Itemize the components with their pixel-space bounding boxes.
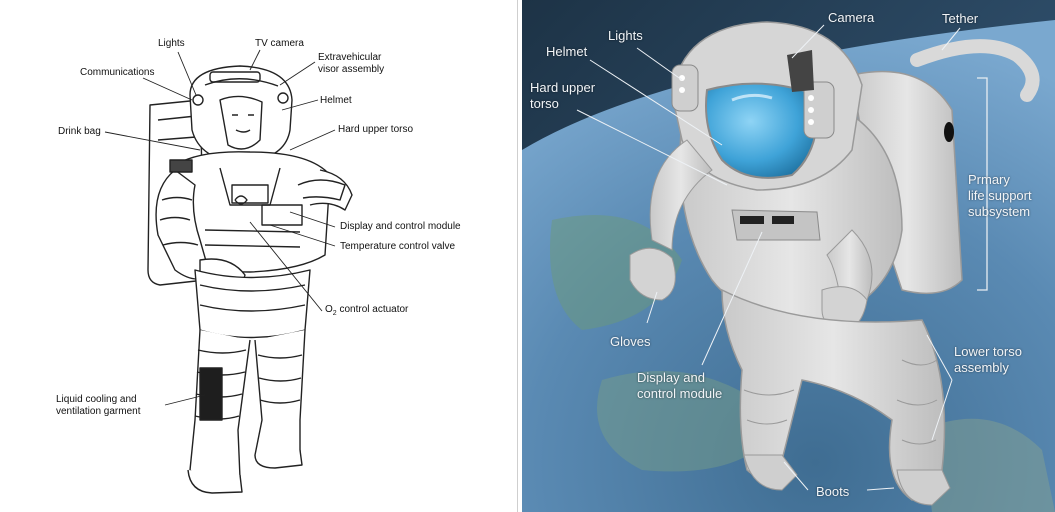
label-helmet: Helmet xyxy=(320,95,352,107)
label-liquid-cooling-garment: Liquid cooling and ventilation garment xyxy=(56,394,141,418)
label-tether: Tether xyxy=(942,11,978,27)
label-lights: Lights xyxy=(158,38,185,50)
label-visor-assembly: Extravehicular visor assembly xyxy=(318,52,384,76)
label-helmet: Helmet xyxy=(546,44,587,60)
illustrated-astronaut xyxy=(522,0,1055,512)
line-art-diagram-panel: Lights TV camera Extravehicular visor as… xyxy=(0,0,518,512)
line-art-astronaut xyxy=(0,0,518,512)
label-gloves: Gloves xyxy=(610,334,650,350)
label-camera: Camera xyxy=(828,10,874,26)
o2-suffix: control actuator xyxy=(337,304,409,315)
label-hard-upper-torso: Hard upper torso xyxy=(338,124,413,136)
label-display-control-module: Display and control module xyxy=(340,221,461,233)
label-o2-control-actuator: O2 control actuator xyxy=(325,304,408,320)
label-lower-torso-assembly: Lower torso assembly xyxy=(954,344,1022,376)
o2-prefix: O xyxy=(325,304,333,315)
label-lights: Lights xyxy=(608,28,643,44)
label-tv-camera: TV camera xyxy=(255,38,304,50)
label-boots: Boots xyxy=(816,484,849,500)
label-hard-upper-torso: Hard upper torso xyxy=(530,80,595,112)
label-display-control-module: Display and control module xyxy=(637,370,722,402)
label-primary-life-support: Prmary life support subsystem xyxy=(968,172,1032,220)
illustrated-diagram-panel: Camera Tether Lights Helmet Hard upper t… xyxy=(522,0,1055,512)
label-drink-bag: Drink bag xyxy=(58,126,101,138)
label-temperature-control-valve: Temperature control valve xyxy=(340,241,455,253)
label-communications: Communications xyxy=(80,67,154,79)
